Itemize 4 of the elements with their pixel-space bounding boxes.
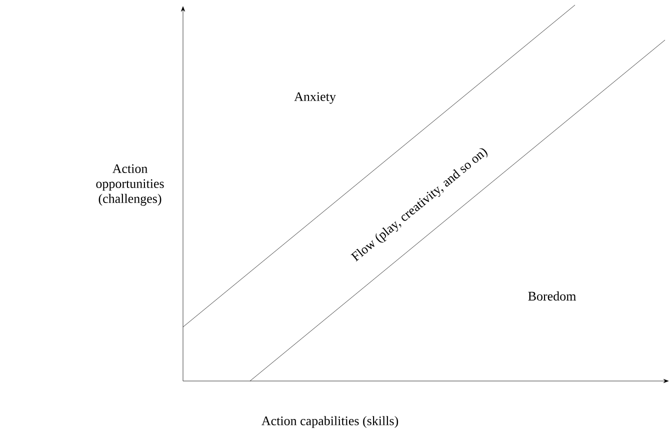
axis-label: Action opportunities (challenges) bbox=[96, 164, 164, 206]
region-label: Boredom bbox=[528, 291, 576, 301]
region-label: Anxiety bbox=[294, 92, 336, 104]
axis-label: Action capabilities (skills) bbox=[262, 416, 398, 428]
